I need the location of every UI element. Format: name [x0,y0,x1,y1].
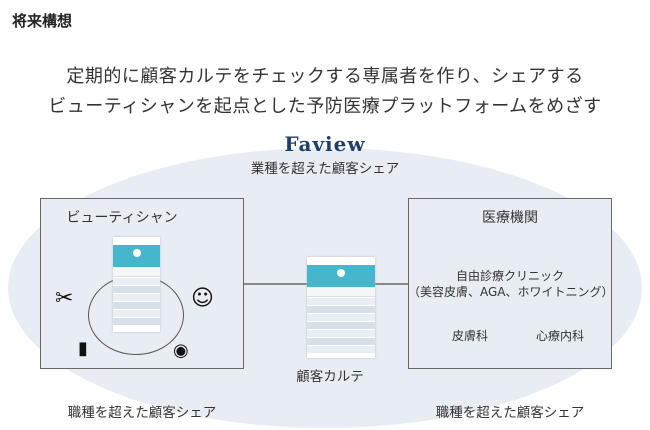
scissors-icon: ✂ [55,286,74,311]
phone-mockup-center [307,257,375,358]
customer-chart-label: 顧客カルテ [296,369,364,385]
beautician-title: ビューティシャン [66,210,178,226]
psychosomatic-label: 心療内科 [535,329,584,343]
left-footer: 職種を超えた顧客シェア [67,405,217,421]
brand-logo: Faview [284,132,366,156]
medical-title: 医療機関 [482,210,538,226]
clinic-label: 自由診療クリニック [455,269,564,283]
nail-polish-icon: ▮ [78,338,88,359]
clinic-detail: （美容皮膚、AGA、ホワイトニング） [408,285,614,299]
phone-mockup-left [113,237,160,332]
medical-box [408,198,612,369]
page-title: 将来構想 [12,12,73,30]
dermatology-label: 皮膚科 [451,329,488,343]
right-footer: 職種を超えた顧客シェア [435,405,585,421]
subtitle-line-2: ビューティシャンを起点とした予防医療プラットフォームをめざす [48,96,602,117]
eye-icon: ◉ [173,340,189,361]
face-icon: ☺ [191,286,214,311]
brand-tagline: 業種を超えた顧客シェア [250,161,400,177]
subtitle-line-1: 定期的に顧客カルテをチェックする専属者を作り、シェアする [66,66,584,87]
